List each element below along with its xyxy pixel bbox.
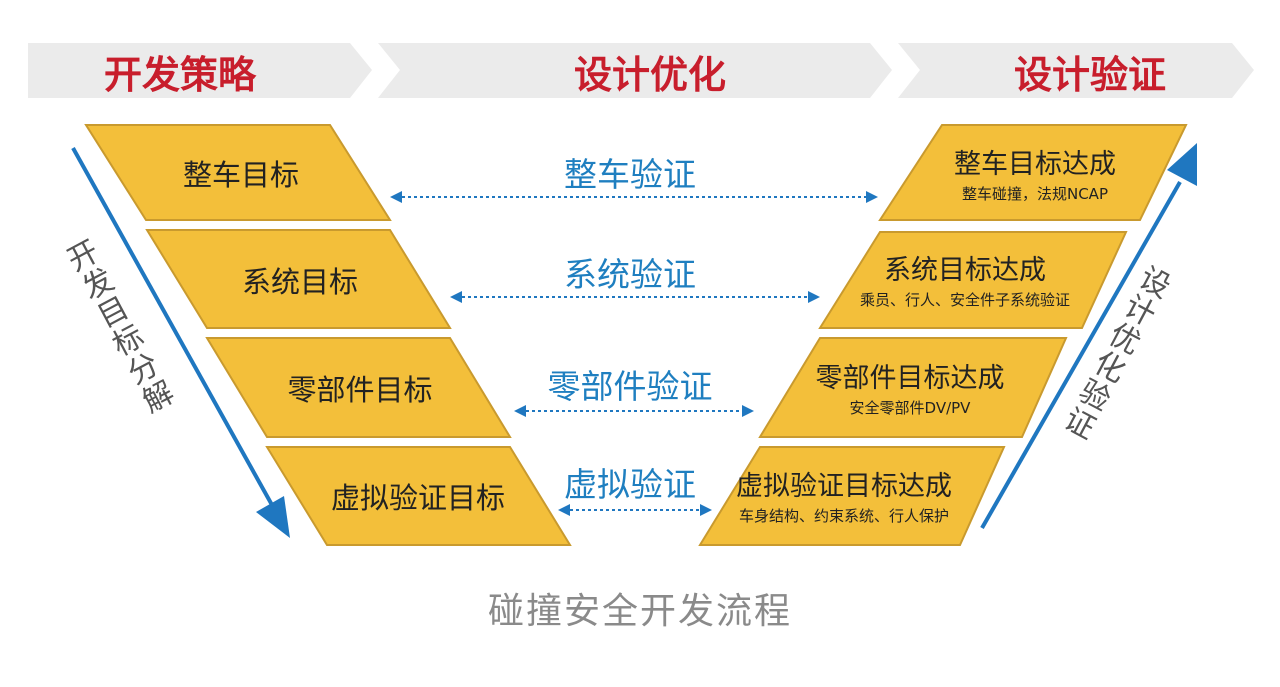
right-box-vehicle-title: 整车目标达成 bbox=[954, 149, 1116, 180]
right-box-component-sub: 安全零部件DV/PV bbox=[849, 399, 971, 417]
left-down-arrow bbox=[71, 147, 274, 506]
left-box-vehicle-target: 整车目标 bbox=[182, 157, 299, 192]
left-box-1-shape bbox=[84, 124, 392, 221]
right-box-system-title: 系统目标达成 bbox=[884, 255, 1046, 286]
right-box-vehicle-achieved: 整车目标达成 整车碰撞，法规NCAP bbox=[920, 138, 1150, 214]
header-development-strategy: 开发策略 bbox=[103, 53, 256, 97]
right-box-2-shape bbox=[818, 231, 1128, 329]
label-component-validation: 零部件验证 bbox=[547, 367, 713, 406]
left-box-4-shape bbox=[265, 446, 572, 546]
label-system-validation: 系统验证 bbox=[564, 255, 696, 294]
right-box-virtual-title: 虚拟验证目标达成 bbox=[736, 471, 952, 502]
right-box-4-shape bbox=[698, 446, 1006, 546]
left-box-2-shape bbox=[145, 229, 452, 329]
left-box-component-target: 零部件目标 bbox=[287, 372, 433, 407]
right-box-component-achieved: 零部件目标达成 安全零部件DV/PV bbox=[790, 352, 1030, 428]
right-box-system-sub: 乘员、行人、安全件子系统验证 bbox=[859, 291, 1070, 309]
label-virtual-validation: 虚拟验证 bbox=[564, 465, 696, 504]
header-chevron-left bbox=[28, 43, 372, 98]
left-box-virtual-target: 虚拟验证目标 bbox=[330, 481, 505, 515]
diagram-title: 碰撞安全开发流程 bbox=[487, 591, 792, 632]
right-box-3-shape bbox=[758, 337, 1068, 438]
right-up-arrowhead bbox=[1167, 143, 1197, 186]
left-box-3-shape bbox=[205, 337, 512, 438]
header-chevron-right bbox=[898, 43, 1254, 98]
left-down-arrowhead bbox=[256, 496, 290, 538]
right-up-arrow bbox=[980, 181, 1182, 529]
header-design-validation: 设计验证 bbox=[1013, 53, 1166, 97]
header-design-optimization: 设计优化 bbox=[573, 53, 726, 97]
right-box-vehicle-sub: 整车碰撞，法规NCAP bbox=[961, 185, 1108, 203]
right-box-component-title: 零部件目标达成 bbox=[815, 363, 1005, 394]
left-box-system-target: 系统目标 bbox=[241, 265, 358, 299]
label-vehicle-validation: 整车验证 bbox=[564, 155, 696, 194]
right-box-1-shape bbox=[878, 124, 1188, 221]
header-chevron-center bbox=[378, 43, 892, 98]
right-box-virtual-sub: 车身结构、约束系统、行人保护 bbox=[738, 507, 949, 525]
right-box-virtual-achieved: 虚拟验证目标达成 车身结构、约束系统、行人保护 bbox=[710, 460, 978, 536]
right-box-system-achieved: 系统目标达成 乘员、行人、安全件子系统验证 bbox=[840, 244, 1090, 320]
